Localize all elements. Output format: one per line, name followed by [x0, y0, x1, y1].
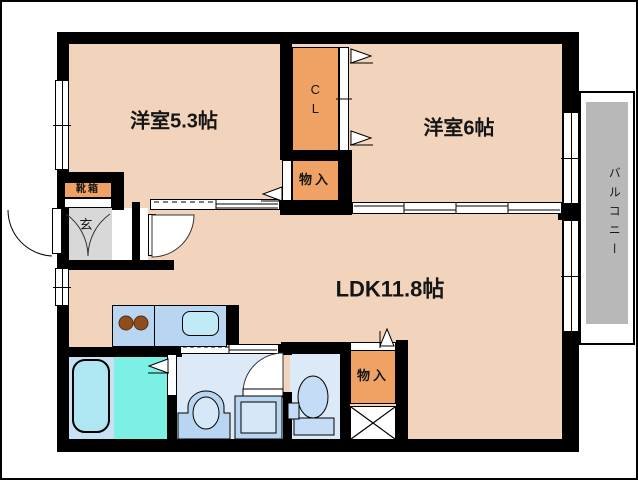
- balcony-floor: [586, 102, 628, 324]
- entrance-step: [112, 208, 148, 260]
- wall-room1-closet: [280, 44, 292, 156]
- kitchen-counter-divider: [154, 306, 155, 346]
- storage-bottom-door: [350, 342, 396, 351]
- sliding-room2-lines: [354, 203, 560, 213]
- shoebox-front: [64, 198, 112, 208]
- toilet-icon: [287, 375, 335, 436]
- wall-above-toilet: [281, 342, 350, 354]
- wall-entry-right: [132, 202, 140, 260]
- wall-top: [57, 32, 579, 44]
- label-storage-top: 物入: [298, 172, 332, 188]
- wall-right-mid-pillar: [558, 204, 582, 220]
- closet-box: [292, 47, 339, 151]
- storage-top-box: [292, 160, 339, 201]
- washroom-door-arc-icon: [242, 352, 284, 394]
- storage-bottom-arrow-icon: [379, 327, 395, 348]
- label-storage-bottom: 物入: [356, 368, 390, 384]
- washbasin-icon: [177, 390, 231, 440]
- label-shoebox: 靴箱: [76, 183, 100, 195]
- wall-below-entry: [57, 260, 174, 270]
- window-balcony-bedroom: [561, 112, 581, 204]
- storage-top-arrow-icon: [261, 186, 284, 202]
- label-closet: CL: [307, 82, 323, 120]
- wall-bottom: [57, 439, 579, 452]
- label-western-room-2: 洋室6帖: [423, 117, 495, 140]
- window-left-lower: [53, 268, 71, 306]
- wall-storage-top-bottom: [280, 201, 352, 215]
- wall-bath-door-lower: [167, 396, 177, 440]
- label-balcony: バルコニー: [607, 166, 622, 262]
- front-door-arc-icon: [7, 209, 53, 257]
- wall-right-of-storage-top: [339, 157, 352, 215]
- sliding-washroom-lines: [183, 344, 277, 354]
- window-left-upper: [53, 80, 71, 170]
- kitchen-sink: [182, 311, 219, 336]
- washing-machine-icon: [234, 395, 283, 440]
- bathtub: [72, 359, 110, 433]
- wall-right-of-shoebox: [112, 180, 124, 210]
- wall-kitchen-stub: [227, 305, 239, 347]
- sliding-door-room1-ldk: [150, 199, 280, 210]
- label-western-room-1: 洋室5.3帖: [130, 110, 218, 133]
- bath-door-arrow-icon: [147, 358, 169, 374]
- closet-door-arrow-icon: [350, 48, 373, 146]
- wall-above-shoebox: [57, 172, 124, 182]
- refrigerator-space-x-icon: [350, 406, 396, 440]
- stove-burners-icon: [118, 315, 149, 331]
- shoebox-box: [64, 182, 112, 198]
- wall-below-kitchen: [57, 347, 182, 357]
- wall-toilet-storage: [340, 350, 350, 440]
- bath-door: [167, 354, 177, 396]
- entrance-arc-icon-2: [87, 213, 111, 257]
- storage-bottom-box: [350, 350, 396, 404]
- front-door-leaf: [52, 208, 62, 254]
- entrance-arc-icon: [65, 213, 89, 257]
- wall-below-closet: [280, 150, 352, 160]
- storage-top-door: [282, 160, 292, 201]
- label-entrance: 玄: [79, 217, 93, 233]
- sliding-room1-lines: [154, 199, 278, 210]
- ldk-door-arc-icon: [151, 214, 195, 258]
- wall-right-of-storage-bottom: [396, 340, 408, 440]
- label-ldk: LDK11.8帖: [335, 276, 445, 302]
- window-balcony-ldk: [561, 220, 581, 332]
